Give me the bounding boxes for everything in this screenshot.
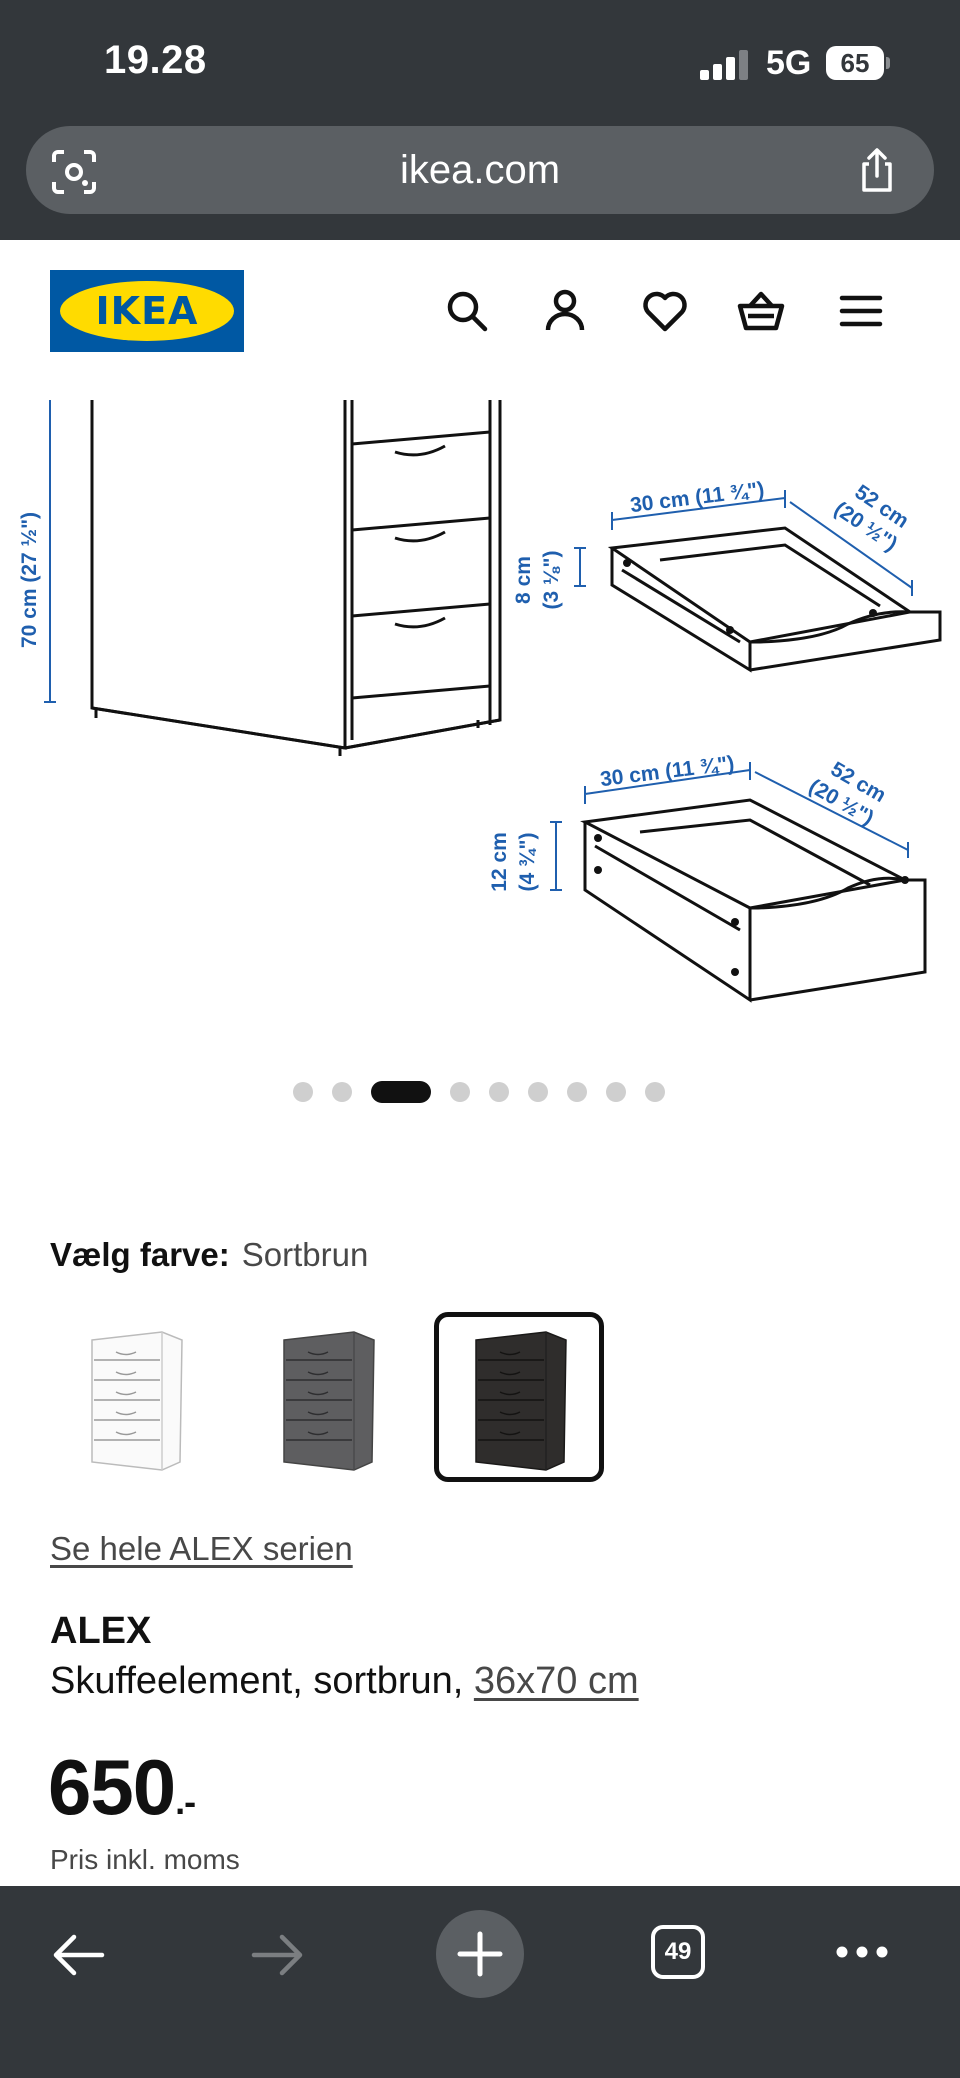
status-bar: 19.28 5G 65 bbox=[0, 0, 960, 120]
color-label-text: Vælg farve: bbox=[50, 1236, 230, 1273]
price-note: Pris inkl. moms bbox=[50, 1844, 240, 1875]
carousel-dots bbox=[0, 1080, 960, 1103]
label-drawer1-height-in: (3 ⅛") bbox=[540, 551, 563, 610]
search-icon[interactable] bbox=[442, 286, 492, 336]
label-drawer1-height-cm: 8 cm bbox=[512, 556, 535, 604]
carousel-dot[interactable] bbox=[606, 1082, 626, 1102]
carousel-dot-active[interactable] bbox=[371, 1081, 431, 1103]
price-suffix: .- bbox=[175, 1781, 196, 1822]
battery-tip bbox=[886, 57, 890, 69]
product-description: Skuffeelement, sortbrun, 36x70 cm bbox=[50, 1660, 639, 1703]
product-image-gallery[interactable]: 70 cm (27 ½") 30 cm (11 ¾") 52 cm (20 ½"… bbox=[0, 380, 960, 1070]
new-tab-button[interactable] bbox=[436, 1910, 524, 1998]
status-time: 19.28 bbox=[104, 38, 207, 82]
carousel-dot[interactable] bbox=[293, 1082, 313, 1102]
url-text[interactable]: ikea.com bbox=[399, 148, 561, 192]
back-arrow-icon[interactable] bbox=[48, 1930, 108, 1980]
ikea-logo[interactable]: IKEA bbox=[50, 270, 244, 352]
label-cabinet-height: 70 cm (27 ½") bbox=[18, 512, 41, 648]
network-type: 5G bbox=[766, 44, 812, 82]
color-swatch-grey[interactable] bbox=[242, 1312, 412, 1482]
label-drawer2-width: 30 cm (11 ¾") bbox=[599, 752, 736, 791]
url-bar[interactable]: ikea.com bbox=[26, 126, 934, 214]
product-description-text: Skuffeelement, sortbrun, bbox=[50, 1660, 474, 1702]
basket-icon[interactable] bbox=[736, 286, 786, 336]
carousel-dot[interactable] bbox=[567, 1082, 587, 1102]
label-drawer2-height-cm: 12 cm bbox=[488, 832, 511, 892]
heart-icon[interactable] bbox=[640, 286, 690, 336]
dimension-drawing: 70 cm (27 ½") 30 cm (11 ¾") 52 cm (20 ½"… bbox=[18, 400, 942, 1003]
more-icon[interactable] bbox=[832, 1940, 892, 1964]
visual-search-icon[interactable] bbox=[50, 148, 98, 196]
color-swatch-black-brown[interactable] bbox=[434, 1312, 604, 1482]
selected-color-value: Sortbrun bbox=[241, 1236, 369, 1273]
price-value: 650 bbox=[48, 1743, 176, 1831]
product-price: 650.- bbox=[48, 1742, 196, 1833]
carousel-dot[interactable] bbox=[450, 1082, 470, 1102]
plus-icon bbox=[457, 1931, 503, 1977]
product-name: ALEX bbox=[50, 1610, 152, 1652]
signal-icon bbox=[700, 50, 750, 80]
site-header: IKEA bbox=[0, 240, 960, 380]
label-drawer2-height-in: (4 ¾") bbox=[516, 833, 539, 892]
share-icon[interactable] bbox=[852, 146, 902, 196]
tabs-icon bbox=[651, 1925, 705, 1979]
color-swatch-white[interactable] bbox=[50, 1312, 220, 1482]
account-icon[interactable] bbox=[540, 286, 590, 336]
carousel-dot[interactable] bbox=[489, 1082, 509, 1102]
color-select-label: Vælg farve: Sortbrun bbox=[50, 1236, 368, 1274]
see-series-link[interactable]: Se hele ALEX serien bbox=[50, 1530, 353, 1567]
label-drawer1-width: 30 cm (11 ¾") bbox=[629, 478, 766, 517]
tab-count: 49 bbox=[664, 1938, 692, 1965]
browser-address-area: ikea.com bbox=[0, 120, 960, 240]
forward-arrow-icon[interactable] bbox=[248, 1930, 308, 1980]
carousel-dot[interactable] bbox=[645, 1082, 665, 1102]
tabs-button[interactable]: 49 bbox=[650, 1924, 706, 1980]
menu-icon[interactable] bbox=[836, 286, 886, 336]
carousel-dot[interactable] bbox=[528, 1082, 548, 1102]
browser-toolbar: 49 bbox=[0, 1886, 960, 2078]
battery-icon: 65 bbox=[826, 46, 884, 80]
carousel-dot[interactable] bbox=[332, 1082, 352, 1102]
product-dimensions-link[interactable]: 36x70 cm bbox=[473, 1660, 639, 1702]
